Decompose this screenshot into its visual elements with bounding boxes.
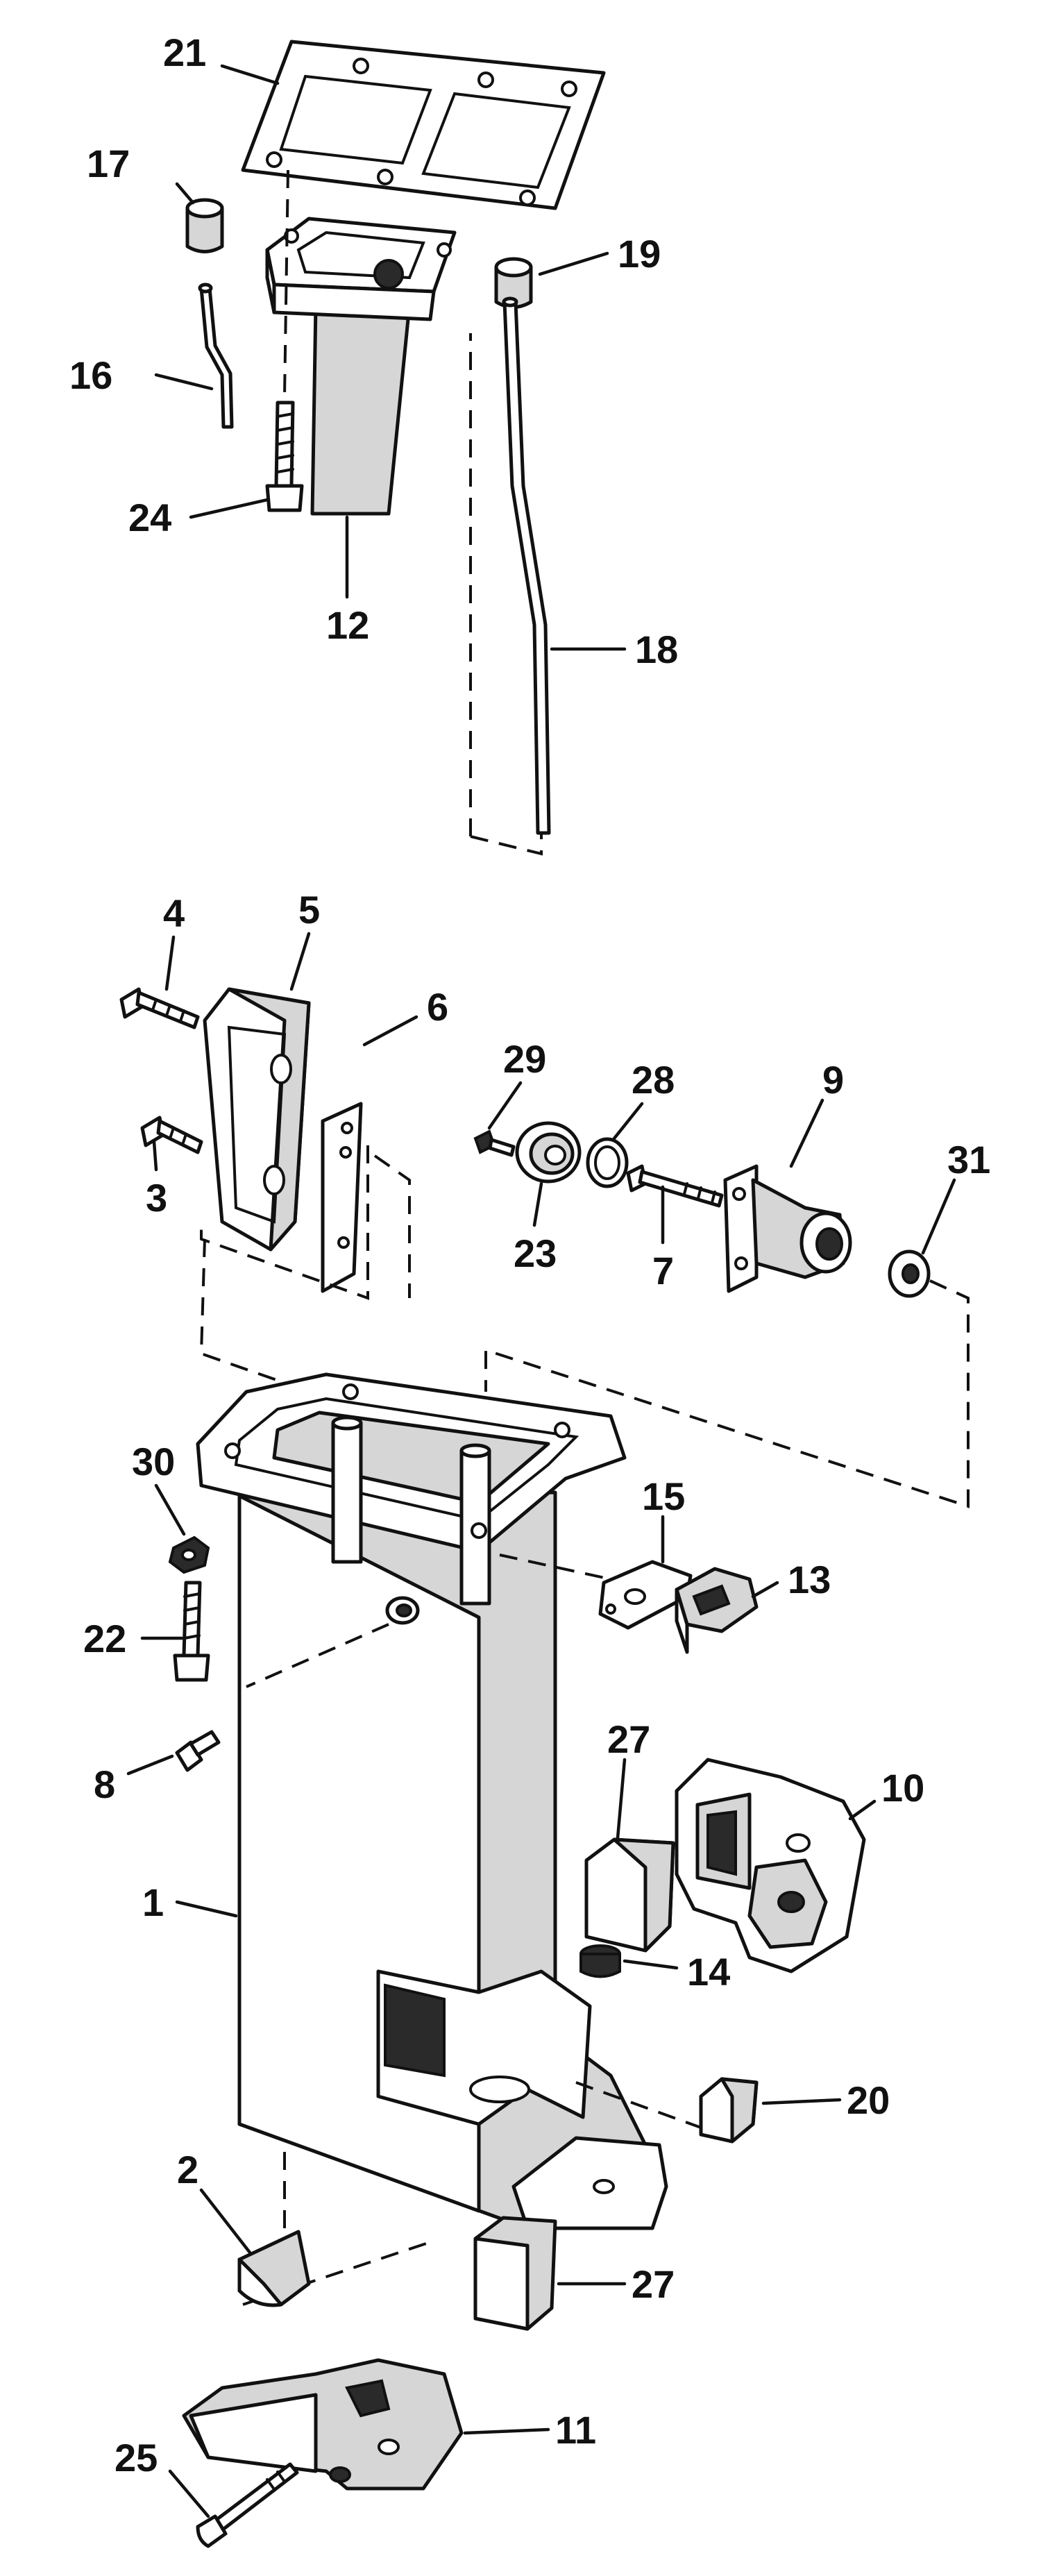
part-1-drive-shaft-housing: [196, 1372, 668, 2230]
callout-29: 29: [503, 1037, 546, 1081]
alignment-line-housing: [242, 1554, 702, 2306]
callout-3: 3: [146, 1176, 167, 1220]
callout-24: 24: [128, 496, 171, 539]
alignment-line-right-group: [484, 1279, 970, 1508]
callout-22: 22: [83, 1617, 126, 1660]
alignment-line-upper-left: [283, 169, 289, 396]
callout-19: 19: [618, 232, 661, 276]
part-21-gasket: [241, 40, 606, 210]
part-5-cover: [203, 987, 311, 1252]
part-16-water-tube: [198, 283, 234, 429]
callout-15: 15: [642, 1474, 685, 1518]
part-11-lower-clamp: [182, 2358, 464, 2491]
callout-5: 5: [298, 888, 320, 932]
part-9-bracket: [723, 1164, 852, 1293]
callout-25: 25: [115, 2436, 158, 2480]
part-29-screw: [473, 1129, 516, 1157]
callout-27-lower: 27: [632, 2262, 675, 2306]
callout-8: 8: [94, 1762, 115, 1806]
callout-6: 6: [427, 985, 448, 1029]
part-27-block-upper: [584, 1837, 675, 1953]
callout-30: 30: [132, 1440, 175, 1483]
leader-lines: [126, 64, 956, 2518]
part-13-bracket: [675, 1567, 759, 1654]
part-31-washer: [888, 1249, 931, 1298]
part-18-water-tube: [502, 296, 551, 835]
callout-16: 16: [69, 353, 112, 397]
callout-9: 9: [822, 1058, 844, 1102]
callout-31: 31: [947, 1138, 990, 1181]
part-10-side-mount: [675, 1758, 866, 1973]
part-3-bolt: [140, 1116, 203, 1154]
callout-27-upper: 27: [607, 1717, 650, 1761]
alignment-line-upper-right: [469, 333, 543, 856]
callout-4: 4: [163, 891, 185, 935]
part-12-exhaust-housing: [265, 217, 457, 516]
part-6-plate: [321, 1102, 363, 1293]
callout-17: 17: [87, 142, 130, 185]
callout-28: 28: [632, 1058, 675, 1102]
part-20-block: [699, 2077, 759, 2144]
part-23-adapter: [515, 1121, 582, 1184]
callout-12: 12: [326, 603, 369, 647]
callout-10: 10: [881, 1766, 924, 1810]
part-17-grommet: [185, 198, 224, 253]
part-14-grommet: [579, 1944, 621, 1978]
callout-1: 1: [142, 1880, 164, 1924]
part-25-bolt: [196, 2462, 299, 2548]
callout-labels: 21 17 19 16 24 12 18 4 5 6 29 28 9 31 3 …: [69, 31, 990, 2480]
part-2-clip: [237, 2230, 311, 2307]
callout-7: 7: [652, 1249, 674, 1293]
callout-13: 13: [788, 1558, 831, 1601]
part-4-bolt: [119, 987, 200, 1029]
part-27-block-lower: [473, 2216, 557, 2331]
part-30-nut: [168, 1535, 210, 1574]
part-22-bolt: [173, 1581, 210, 1682]
callout-23: 23: [514, 1231, 557, 1275]
part-7-screw: [626, 1164, 724, 1208]
callout-21: 21: [163, 31, 206, 74]
callout-18: 18: [635, 628, 678, 671]
part-28-o-ring: [586, 1137, 629, 1188]
part-24-bolt: [265, 401, 304, 512]
callout-20: 20: [847, 2078, 890, 2122]
callout-2: 2: [177, 2148, 198, 2191]
callout-11: 11: [555, 2408, 596, 2452]
part-8-screw: [175, 1730, 221, 1772]
callout-14: 14: [687, 1950, 730, 1994]
part-19-grommet: [494, 257, 533, 309]
